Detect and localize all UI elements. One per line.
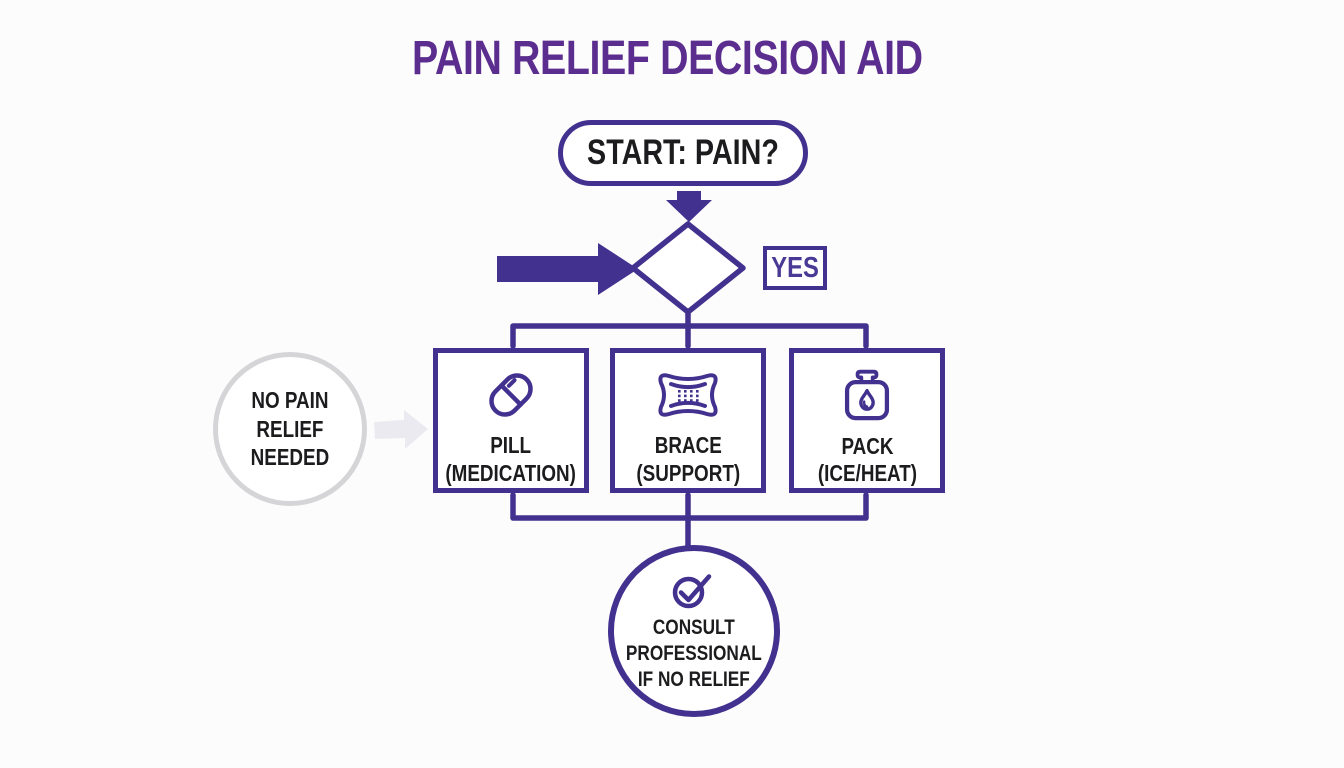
consult-line3: IF NO RELIEF (638, 668, 750, 692)
branch-connector-top (510, 309, 869, 349)
yes-label-text: YES (771, 251, 819, 284)
yes-label: YES (763, 246, 827, 290)
option-pill-label: PILL (MEDICATION) (446, 432, 577, 487)
decision-diamond (630, 221, 746, 315)
no-branch-arrow-icon (374, 410, 428, 449)
option-pill-qualifier: (MEDICATION) (445, 459, 577, 486)
pill-icon (489, 373, 533, 417)
branch-connector-bottom (510, 492, 869, 549)
consult-line1: CONSULT (653, 615, 735, 639)
no-relief-line1: NO PAIN (251, 386, 329, 413)
option-brace-qualifier: (SUPPORT) (636, 459, 740, 486)
consult-line2: PROFESSIONAL (626, 641, 762, 665)
pack-icon (844, 369, 890, 421)
no-relief-label: NO PAIN RELIEF NEEDED (251, 386, 330, 472)
option-brace: BRACE (SUPPORT) (610, 348, 766, 493)
page-title-text: PAIN RELIEF DECISION AID (411, 31, 923, 85)
no-relief-line3: NEEDED (250, 444, 330, 471)
option-pill-name: PILL (490, 432, 532, 458)
no-relief-line2: RELIEF (256, 415, 324, 442)
option-brace-name: BRACE (654, 432, 722, 458)
option-brace-label: BRACE (SUPPORT) (636, 432, 740, 487)
start-node-label: START: PAIN? (587, 133, 779, 172)
down-arrow-icon (666, 191, 712, 222)
consult-label: CONSULT PROFESSIONAL IF NO RELIEF (626, 615, 762, 694)
option-pack-qualifier: (ICE/HEAT) (817, 460, 917, 487)
option-pack-name: PACK (840, 432, 894, 459)
option-pack-label: PACK (ICE/HEAT) (817, 433, 916, 488)
entry-arrow-icon (497, 243, 638, 295)
check-circle-icon (672, 573, 712, 608)
option-pill: PILL (MEDICATION) (433, 348, 589, 493)
option-pack: PACK (ICE/HEAT) (789, 348, 945, 493)
start-node: START: PAIN? (558, 120, 808, 186)
page-title: PAIN RELIEF DECISION AID (0, 30, 1334, 86)
no-relief-node: NO PAIN RELIEF NEEDED (213, 352, 367, 506)
consult-node: CONSULT PROFESSIONAL IF NO RELIEF (608, 545, 780, 717)
brace-icon (658, 373, 718, 417)
